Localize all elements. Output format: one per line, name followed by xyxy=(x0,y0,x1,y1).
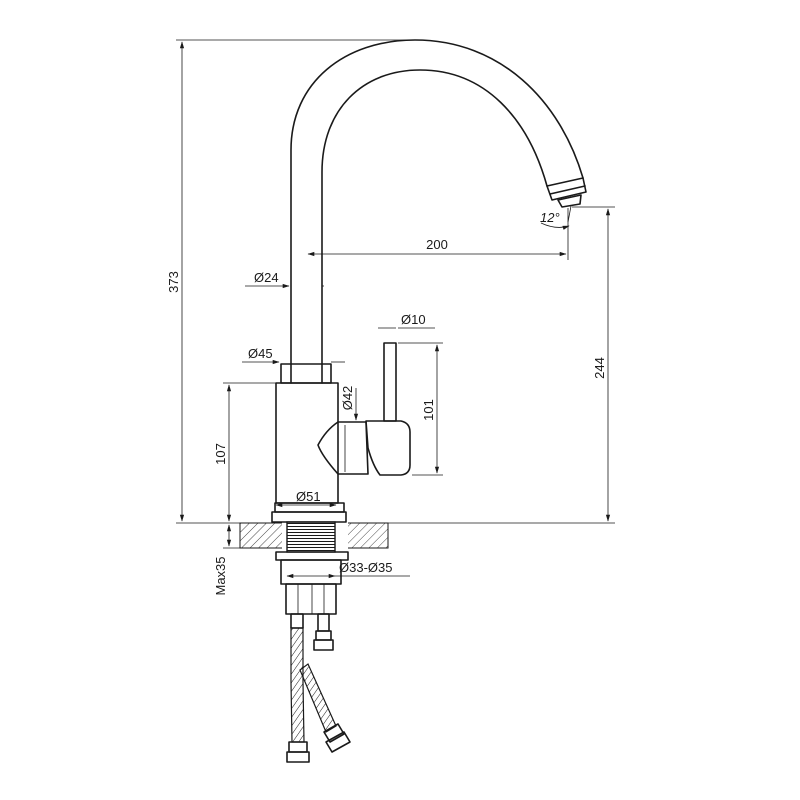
mounting-shank xyxy=(275,521,349,615)
supply-hose-left xyxy=(286,613,310,763)
faucet-handle xyxy=(317,342,411,476)
dimension-label-spout-angle: 12° xyxy=(540,210,560,225)
dimension-max-thickness: Max35 xyxy=(213,524,240,596)
dimension-spout-angle: 12° xyxy=(540,205,572,230)
dimension-label-body-height: 107 xyxy=(213,443,228,465)
dimension-spout-height: 244 xyxy=(348,206,615,524)
dimension-lever-height: 101 xyxy=(398,342,443,476)
dimension-handle-diameter: Ø42 xyxy=(340,386,359,421)
dimension-body-height: 107 xyxy=(213,382,276,522)
dimension-label-handle-diameter: Ø42 xyxy=(340,386,355,411)
dimension-label-mounting-hole: Ø33-Ø35 xyxy=(339,560,392,575)
dimension-spout-diameter: Ø24 xyxy=(245,270,324,289)
dimension-label-lever-height: 101 xyxy=(421,399,436,421)
dimension-label-total-height: 373 xyxy=(166,271,181,293)
dimension-label-spout-reach: 200 xyxy=(426,237,448,252)
dimension-label-lever-diameter: Ø10 xyxy=(401,312,426,327)
dimension-label-base-diameter: Ø51 xyxy=(296,489,321,504)
dimension-label-collar-diameter: Ø45 xyxy=(248,346,273,361)
dimension-label-spout-diameter: Ø24 xyxy=(254,270,279,285)
dimension-base-diameter: Ø51 xyxy=(275,489,337,508)
dimension-lever-diameter: Ø10 xyxy=(378,312,435,329)
dimension-collar-diameter: Ø45 xyxy=(242,346,345,365)
dimension-spout-reach: 200 xyxy=(307,208,569,260)
dimension-label-spout-height: 244 xyxy=(592,357,607,379)
supply-hose-right xyxy=(299,613,351,753)
dimension-mounting-hole: Ø33-Ø35 xyxy=(286,560,410,579)
dimension-label-max-thickness: Max35 xyxy=(213,556,228,595)
dimension-total-height: 373 xyxy=(166,39,418,524)
